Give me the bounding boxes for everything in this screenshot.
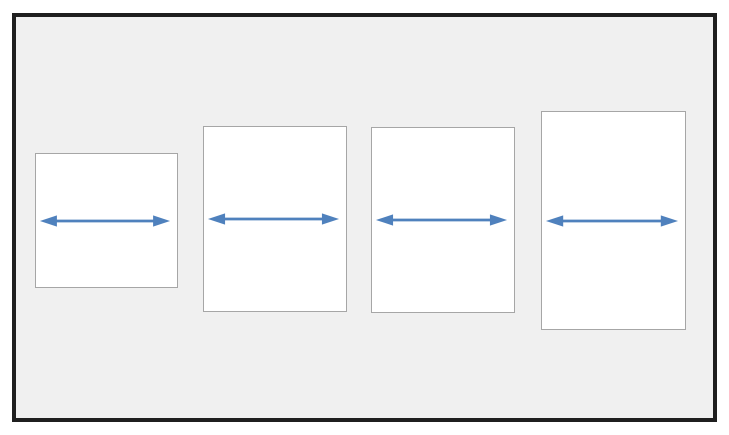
left-right-arrow-icon — [375, 214, 508, 226]
panel-3 — [371, 127, 515, 313]
left-right-arrow-icon — [39, 214, 171, 227]
left-right-arrow-icon — [207, 213, 340, 225]
panel-2 — [203, 126, 347, 312]
panel-4 — [541, 111, 686, 330]
left-right-arrow-icon — [545, 214, 679, 227]
panel-1 — [35, 153, 178, 288]
